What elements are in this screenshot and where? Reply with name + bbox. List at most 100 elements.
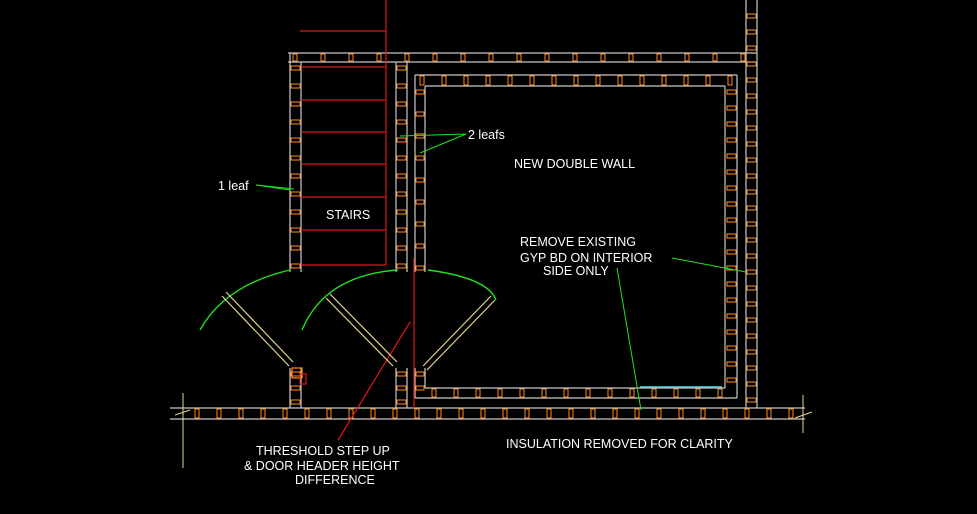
stud-mark — [396, 385, 407, 391]
stud-mark — [726, 329, 737, 335]
label-difference: DIFFERENCE — [295, 473, 375, 487]
stud-mark — [651, 388, 657, 398]
stud-mark — [348, 53, 354, 62]
stud-mark — [516, 53, 522, 62]
stud-mark — [746, 93, 757, 99]
door-double-swing-arc-left — [301, 269, 399, 331]
stud-mark — [396, 101, 407, 107]
stud-mark — [746, 381, 757, 387]
stud-mark — [746, 397, 757, 403]
door-double-leaf-right — [422, 295, 492, 367]
stud-mark — [414, 408, 420, 419]
stud-mark — [656, 53, 662, 62]
label-stairs: STAIRS — [326, 208, 370, 222]
stud-mark — [746, 365, 757, 371]
stud-mark — [585, 388, 591, 398]
stud-mark — [746, 237, 757, 243]
stud-mark — [396, 371, 407, 377]
stud-mark — [722, 408, 728, 419]
wall-outlines — [170, 0, 805, 420]
stud-mark — [396, 245, 407, 251]
stud-mark — [746, 205, 757, 211]
stud-mark — [216, 408, 222, 419]
stud-mark — [502, 408, 508, 419]
stud-mark — [634, 408, 640, 419]
stud-mark — [396, 155, 407, 161]
stud-mark — [726, 361, 737, 367]
stud-mark — [529, 75, 535, 86]
stud-mark — [519, 388, 525, 398]
stud-mark — [712, 53, 718, 62]
stud-mark — [290, 65, 301, 71]
stud-mark — [541, 388, 547, 398]
stud-mark — [396, 119, 407, 125]
stud-mark — [746, 253, 757, 259]
stud-mark — [370, 408, 376, 419]
leader-two-leafs-b — [419, 133, 467, 154]
stud-mark — [546, 408, 552, 419]
stud-mark — [290, 155, 301, 161]
stud-mark — [726, 217, 737, 223]
stud-mark — [415, 177, 425, 183]
stud-mark — [320, 53, 326, 62]
stud-mark — [290, 399, 301, 405]
stud-mark — [290, 119, 301, 125]
stud-mark — [396, 83, 407, 89]
stud-mark — [661, 75, 667, 86]
stud-mark — [396, 209, 407, 215]
stud-mark — [290, 173, 301, 179]
leader-two-leafs-a — [399, 133, 467, 137]
label-remove-existing: REMOVE EXISTING — [520, 235, 636, 249]
stud-mark — [485, 75, 491, 86]
stud-mark — [415, 199, 425, 205]
stud-mark — [292, 53, 298, 62]
stud-mark — [419, 75, 425, 86]
stud-mark — [744, 408, 750, 419]
door-double — [301, 269, 497, 371]
stud-mark — [290, 209, 301, 215]
stud-mark — [396, 173, 407, 179]
stud-mark — [415, 111, 425, 117]
stud-mark — [726, 345, 737, 351]
stud-mark — [673, 388, 679, 398]
stud-mark — [678, 408, 684, 419]
stud-mark — [726, 249, 737, 255]
stud-mark — [290, 101, 301, 107]
stud-mark — [746, 13, 757, 19]
stud-mark — [628, 53, 634, 62]
label-two-leafs: 2 leafs — [468, 128, 505, 142]
stud-mark — [290, 191, 301, 197]
stud-mark — [617, 75, 623, 86]
stud-mark — [458, 408, 464, 419]
stud-mark — [746, 77, 757, 83]
door-left-leaf — [221, 295, 290, 367]
stud-mark — [396, 137, 407, 143]
stud-mark — [415, 385, 425, 391]
stud-mark — [238, 408, 244, 419]
stud-mark — [746, 141, 757, 147]
stud-mark — [524, 408, 530, 419]
label-one-leaf: 1 leaf — [218, 179, 249, 193]
leader-remove-gyp — [671, 257, 747, 273]
stud-mark — [726, 233, 737, 239]
stud-mark — [290, 83, 301, 89]
stud-mark — [717, 388, 723, 398]
stud-mark — [415, 155, 425, 161]
stud-mark — [726, 297, 737, 303]
label-new-double-wall: NEW DOUBLE WALL — [514, 157, 635, 171]
threshold-leader — [337, 321, 411, 441]
stud-mark — [746, 301, 757, 307]
stud-mark — [746, 109, 757, 115]
stud-mark — [415, 371, 425, 377]
stud-mark — [544, 53, 550, 62]
stud-mark — [441, 75, 447, 86]
stud-mark — [415, 243, 425, 249]
stud-mark — [629, 388, 635, 398]
stud-mark — [746, 189, 757, 195]
stud-mark — [290, 227, 301, 233]
stud-mark — [396, 227, 407, 233]
stud-mark — [726, 121, 737, 127]
stud-mark — [460, 53, 466, 62]
